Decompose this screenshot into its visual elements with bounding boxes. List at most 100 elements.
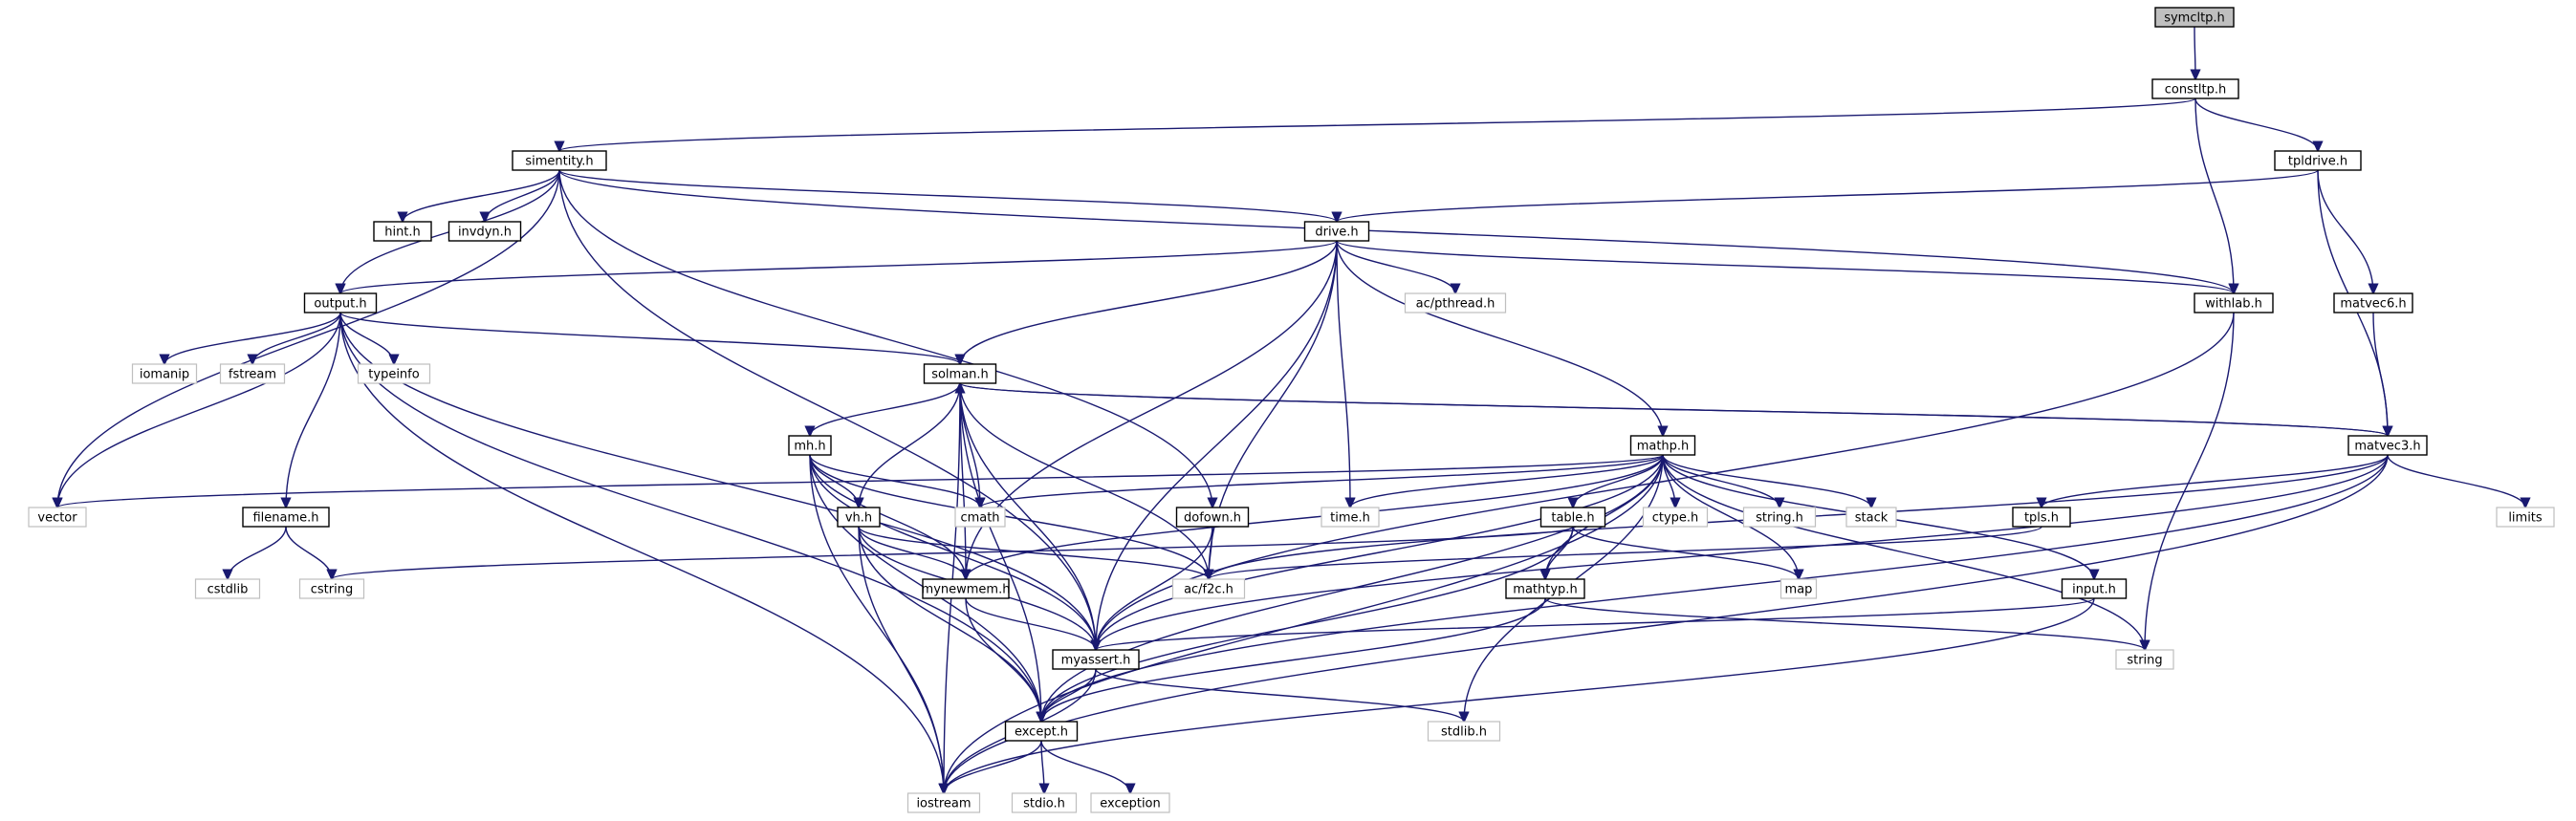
- edge-drive-to-output: [340, 240, 1338, 293]
- node-box: [357, 363, 431, 384]
- node-mathp[interactable]: mathp.h: [1629, 435, 1696, 456]
- edge-mathp-to-except: [1041, 454, 1664, 722]
- node-label: except.h: [1015, 725, 1068, 740]
- node-label: hint.h: [384, 226, 421, 240]
- edge-matvec3-to-tpls: [2041, 454, 2389, 508]
- node-cmath: cmath: [954, 507, 1006, 528]
- node-label: output.h: [314, 297, 366, 312]
- node-label: iostream: [916, 797, 971, 811]
- node-mynewmem[interactable]: mynewmem.h: [922, 578, 1011, 599]
- node-dofown[interactable]: dofown.h: [1175, 507, 1250, 528]
- edge-mathp-to-myassert: [1096, 454, 1664, 650]
- node-box: [2115, 649, 2174, 670]
- node-box: [194, 578, 261, 599]
- node-box: [28, 507, 87, 528]
- edge-drive-to-mathp: [1336, 240, 1663, 436]
- node-box: [303, 292, 378, 313]
- node-label: tpldrive.h: [2288, 155, 2347, 169]
- edge-table-to-cstring: [332, 526, 1574, 579]
- node-label: matvec6.h: [2340, 297, 2406, 312]
- node-table[interactable]: table.h: [1539, 507, 1606, 528]
- node-invdyn[interactable]: invdyn.h: [448, 221, 522, 242]
- node-label: string: [2127, 654, 2162, 668]
- node-iostream: iostream: [906, 792, 981, 813]
- node-f2c: ac/f2c.h: [1171, 578, 1246, 599]
- node-box: [1642, 507, 1709, 528]
- node-box: [1404, 292, 1507, 313]
- node-box: [1539, 507, 1606, 528]
- node-label: cstring: [311, 583, 353, 597]
- edge-mh-to-mynewmem: [809, 454, 966, 579]
- node-label: vector: [37, 511, 77, 526]
- edge-mathp-to-timeh: [1350, 454, 1664, 508]
- node-box: [1779, 578, 1818, 599]
- edge-output-to-filename: [286, 312, 341, 508]
- node-input[interactable]: input.h: [2061, 578, 2128, 599]
- node-myassert[interactable]: myassert.h: [1052, 649, 1140, 670]
- node-box: [788, 435, 832, 456]
- node-tpldrive[interactable]: tpldrive.h: [2274, 150, 2362, 171]
- node-label: cmath: [960, 511, 999, 526]
- node-box: [1011, 792, 1078, 813]
- node-constltp[interactable]: constltp.h: [2151, 78, 2239, 99]
- node-box: [2194, 292, 2274, 313]
- node-label: stdlib.h: [1441, 725, 1487, 740]
- node-box: [2154, 7, 2235, 28]
- node-matvec3[interactable]: matvec3.h: [2347, 435, 2428, 456]
- node-box: [1052, 649, 1140, 670]
- edge-constltp-to-withlab: [2194, 97, 2234, 293]
- node-withlab[interactable]: withlab.h: [2194, 292, 2274, 313]
- edge-myassert-to-stdlib: [1095, 668, 1464, 722]
- node-box: [512, 150, 607, 171]
- edge-output-to-fstream: [252, 312, 341, 364]
- edge-vh-to-mynewmem: [858, 526, 966, 579]
- node-matvec6[interactable]: matvec6.h: [2333, 292, 2413, 313]
- node-simentity[interactable]: simentity.h: [512, 150, 607, 171]
- node-box: [1090, 792, 1170, 813]
- node-box: [837, 507, 881, 528]
- edge-output-to-iostream: [339, 312, 944, 793]
- node-box: [1427, 721, 1501, 742]
- node-box: [2274, 150, 2362, 171]
- edge-output-to-solman: [339, 312, 960, 364]
- node-label: iomanip: [140, 368, 189, 382]
- node-drive[interactable]: drive.h: [1303, 221, 1370, 242]
- node-string: string: [2115, 649, 2174, 670]
- node-output[interactable]: output.h: [303, 292, 378, 313]
- edge-solman-to-mh: [810, 382, 961, 436]
- node-tpls[interactable]: tpls.h: [2012, 507, 2071, 528]
- node-except[interactable]: except.h: [1004, 721, 1079, 742]
- edge-tpls-to-f2c: [1209, 526, 2042, 579]
- node-vh[interactable]: vh.h: [837, 507, 881, 528]
- edge-except-to-exception: [1040, 740, 1130, 793]
- dependency-edges: [57, 26, 2525, 793]
- node-box: [2333, 292, 2413, 313]
- node-stringh: string.h: [1742, 507, 1817, 528]
- node-cstring: cstring: [298, 578, 365, 599]
- edge-mathp-to-stack: [1662, 454, 1871, 508]
- node-box: [1171, 578, 1246, 599]
- edge-drive-to-myassert: [1096, 240, 1338, 650]
- node-box: [1321, 507, 1380, 528]
- node-mh[interactable]: mh.h: [788, 435, 832, 456]
- node-symcltp[interactable]: symcltp.h: [2154, 7, 2235, 28]
- node-box: [906, 792, 981, 813]
- node-label: map: [1785, 583, 1813, 597]
- edge-filename-to-cstring: [285, 526, 332, 579]
- node-stdlib: stdlib.h: [1427, 721, 1501, 742]
- edge-drive-to-withlab: [1336, 240, 2234, 293]
- node-label: solman.h: [931, 368, 989, 382]
- node-filename[interactable]: filename.h: [242, 507, 330, 528]
- node-solman[interactable]: solman.h: [923, 363, 997, 384]
- node-box: [954, 507, 1006, 528]
- node-hint[interactable]: hint.h: [373, 221, 432, 242]
- node-mathtyp[interactable]: mathtyp.h: [1505, 578, 1585, 599]
- node-box: [1742, 507, 1817, 528]
- edge-simentity-to-drive: [558, 169, 1337, 222]
- edge-simentity-to-myassert: [558, 169, 1096, 650]
- node-label: constltp.h: [2165, 83, 2227, 97]
- edge-mathtyp-to-except: [1041, 597, 1546, 722]
- edge-matvec3-to-myassert: [1096, 454, 2389, 650]
- edge-simentity-to-hint: [403, 169, 560, 222]
